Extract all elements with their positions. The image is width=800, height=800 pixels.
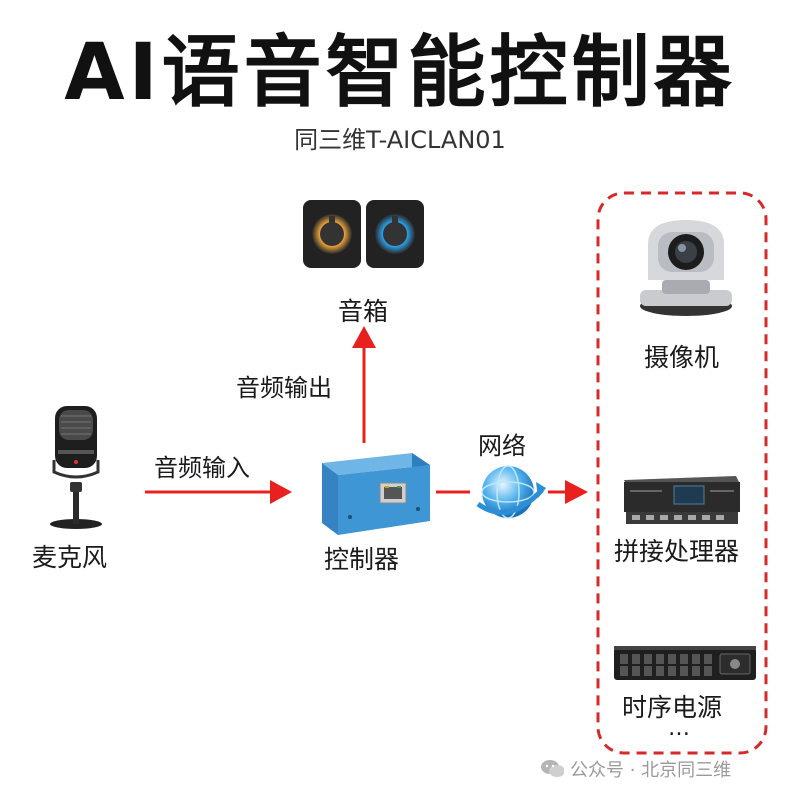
sequencer-label: 时序电源 — [622, 693, 723, 722]
wechat-icon — [541, 760, 564, 777]
speaker-label: 音箱 — [338, 297, 389, 326]
microphone-icon — [50, 406, 102, 529]
devices-group-frame — [596, 191, 768, 755]
power-sequencer-icon — [614, 646, 756, 680]
controller-box-icon — [322, 453, 430, 535]
globe-network-icon — [476, 465, 546, 519]
ptz-camera-icon — [640, 220, 732, 316]
more-devices-ellipsis: … — [668, 716, 690, 741]
page-title: AI语音智能控制器 — [64, 28, 736, 118]
audio-in-label: 音频输入 — [154, 454, 250, 482]
controller-label: 控制器 — [324, 545, 400, 574]
page-subtitle: 同三维T-AICLAN01 — [294, 126, 506, 154]
speaker-icon — [303, 200, 424, 268]
splicer-label: 拼接处理器 — [614, 537, 740, 566]
network-label: 网络 — [478, 432, 526, 460]
camera-label: 摄像机 — [644, 343, 720, 372]
video-processor-icon — [624, 476, 740, 524]
watermark-text: 公众号 · 北京同三维 — [570, 760, 732, 781]
audio-out-label: 音频输出 — [236, 374, 332, 402]
microphone-label: 麦克风 — [32, 543, 108, 572]
